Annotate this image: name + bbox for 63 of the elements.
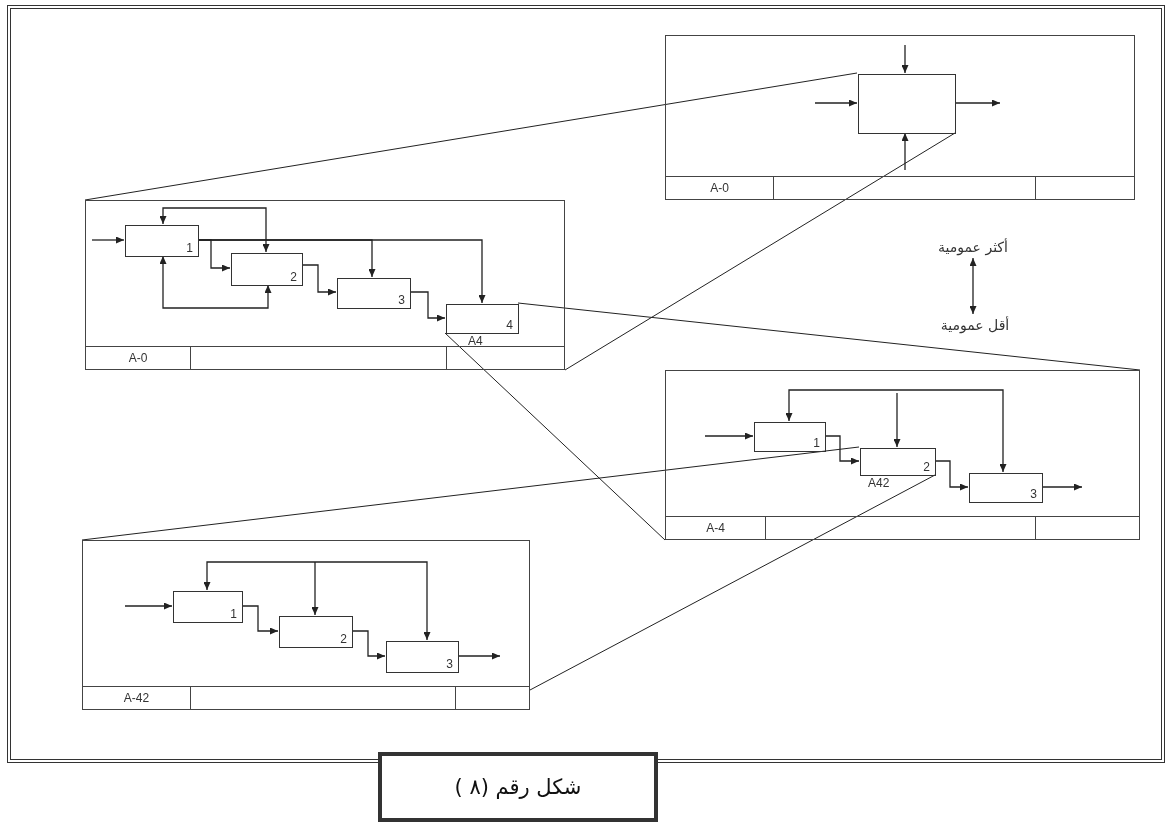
connector-line: [81, 446, 860, 541]
arrow: [124, 602, 173, 610]
node-id-label: A-0: [710, 181, 729, 195]
arrow: [814, 99, 858, 107]
activity-number: 2: [923, 460, 930, 474]
connector-line: [529, 474, 936, 691]
node-id-label: A-4: [706, 521, 725, 535]
arrow: [954, 99, 1001, 107]
node-id-label: A-42: [123, 691, 150, 705]
double-arrow: [203, 561, 431, 641]
activity-box: [860, 448, 936, 476]
activity-box: [386, 641, 459, 673]
diagram-id-label: A4: [468, 335, 483, 348]
level-label: أكثر عمومية: [900, 236, 1046, 258]
diagram-frame: [85, 200, 565, 370]
connector-line: [517, 302, 1141, 371]
activity-box: [279, 616, 353, 648]
arrow: [241, 605, 279, 635]
activity-box: [754, 422, 826, 452]
arrow: [901, 132, 909, 171]
arrow: [311, 561, 319, 616]
activity-box: [969, 473, 1043, 503]
double-arrow: [159, 207, 270, 253]
arrow: [704, 432, 754, 440]
activity-box: [858, 74, 956, 134]
double-arrow: [785, 389, 1007, 473]
activity-box: [337, 278, 411, 309]
diagram-frame: [665, 370, 1140, 540]
arrow: [197, 239, 486, 304]
connector-line: [564, 132, 956, 371]
arrow: [301, 264, 337, 296]
arrow: [457, 652, 501, 660]
arrow: [409, 291, 446, 322]
activity-number: 1: [186, 241, 193, 255]
activity-box: [173, 591, 243, 623]
arrow: [934, 460, 969, 491]
arrow: [91, 236, 125, 244]
activity-box: [231, 253, 303, 286]
figure-caption: شكل رقم (٨ ): [454, 775, 582, 799]
activity-number: 2: [340, 632, 347, 646]
activity-number: 3: [446, 657, 453, 671]
activity-number: 1: [813, 436, 820, 450]
connector-line: [84, 72, 858, 201]
activity-number: 1: [230, 607, 237, 621]
diagram-frame: [665, 35, 1135, 200]
activity-number: 4: [506, 318, 513, 332]
arrow: [1041, 483, 1083, 491]
activity-number: 3: [398, 293, 405, 307]
node-id-label: A-0: [128, 351, 148, 365]
arrow: [824, 435, 860, 465]
arrow: [901, 44, 909, 74]
activity-box: [446, 304, 519, 334]
level-label: أقل عمومية: [905, 314, 1045, 336]
connector-line: [444, 332, 666, 541]
diagram-frame: [82, 540, 530, 710]
arrow: [893, 392, 901, 448]
diagram-id-label: A42: [868, 477, 890, 490]
activity-box: [125, 225, 199, 257]
double-arrow: [159, 255, 272, 309]
activity-number: 3: [1030, 487, 1037, 501]
arrow: [351, 630, 386, 660]
double-arrow: [969, 257, 977, 315]
activity-number: 2: [290, 270, 297, 284]
